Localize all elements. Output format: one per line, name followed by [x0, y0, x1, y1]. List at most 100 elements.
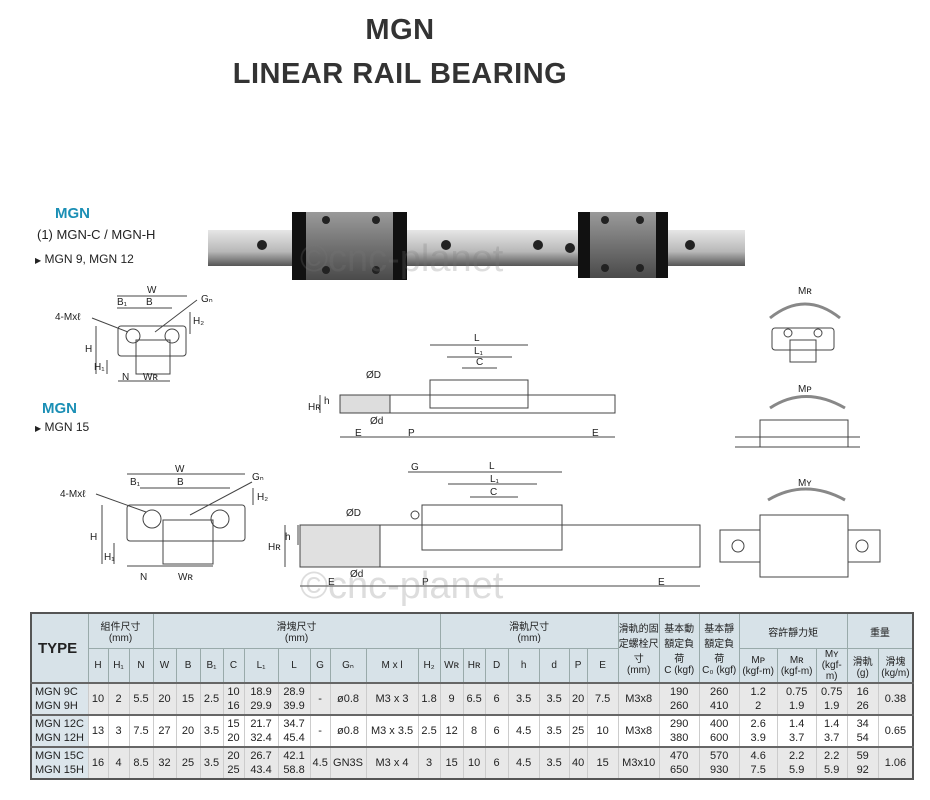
triangle-icon: ▶	[35, 256, 42, 265]
cell-value: 18.9	[250, 686, 272, 698]
column-header: Gₙ	[329, 648, 367, 684]
label-my: Mʏ	[798, 478, 812, 489]
cell-value: 380	[670, 732, 689, 744]
cell-value: 3.7	[789, 732, 805, 744]
column-header: W	[152, 648, 177, 684]
table-cell: 4.5	[309, 747, 331, 779]
group-label: 基本動額定負荷	[664, 624, 695, 665]
cell-value: 29.9	[250, 700, 272, 712]
moment-diagram-mp	[735, 395, 860, 448]
section1-subtitle: (1) MGN-C / MGN-H	[37, 227, 156, 242]
table-cell: 10	[87, 683, 108, 715]
table-cell: 7.5	[586, 683, 619, 715]
label-g: G	[411, 462, 419, 473]
column-header: M x l	[365, 648, 419, 684]
cell-value: 42.1	[283, 750, 305, 762]
label-c: C	[476, 357, 483, 368]
table-cell: -	[309, 683, 331, 715]
moment-column-header: Mʀ(kgf-m)	[776, 648, 817, 684]
watermark: ©cnc-planet	[300, 565, 504, 607]
cell-value: 20	[227, 732, 240, 744]
group-unit: C₀ (kgf)	[702, 665, 737, 676]
label-h-small-2: h	[285, 532, 291, 543]
type-name: MGN 15H	[35, 764, 84, 776]
table-cell: 8.5	[128, 747, 154, 779]
table-cell: 8	[462, 715, 486, 747]
table-cell: 5.5	[128, 683, 154, 715]
table-cell: 4	[107, 747, 129, 779]
group-unit: C (kgf)	[664, 665, 695, 676]
table-cell: 9	[439, 683, 464, 715]
weight-name: 滑軌	[852, 656, 873, 668]
label-gn-2: Gₙ	[252, 472, 264, 483]
table-cell: -	[309, 715, 331, 747]
table-cell: M3 x 3	[365, 683, 419, 715]
table-cell: 15	[586, 747, 619, 779]
cell-value: 260	[710, 686, 729, 698]
side-view-drawing-large	[284, 471, 701, 587]
table-cell: 7.5	[128, 715, 154, 747]
label-od-2: ØD	[346, 508, 361, 519]
table-cell: M3 x 4	[365, 747, 419, 779]
table-cell: 15	[175, 683, 201, 715]
table-cell: 25	[568, 715, 588, 747]
label-b1: B₁	[117, 297, 128, 308]
table-cell: 6	[484, 747, 509, 779]
group-unit: (mm)	[517, 633, 541, 644]
label-mxl-2: 4-Mxℓ	[60, 489, 86, 500]
cell-value: 4.6	[750, 750, 766, 762]
label-hr: Hʀ	[308, 402, 321, 413]
moment-name: Mᴘ	[751, 654, 765, 666]
cell-value: 59	[856, 750, 869, 762]
table-cell: ø0.8	[329, 683, 367, 715]
cell-value: 930	[710, 764, 729, 776]
column-header: L	[277, 648, 311, 684]
column-header: N	[128, 648, 154, 684]
column-header: D	[484, 648, 509, 684]
table-cell: 3.5	[538, 683, 570, 715]
weight-name: 滑塊	[885, 656, 906, 668]
table-cell: 1.06	[877, 747, 914, 779]
table-cell: 15	[439, 747, 464, 779]
table-cell: 20	[152, 683, 177, 715]
type-name: MGN 9C	[35, 686, 78, 698]
cell-value: 0.75	[820, 686, 843, 698]
cell-value: 92	[856, 764, 869, 776]
rail-photo	[208, 212, 745, 280]
column-header: h	[507, 648, 540, 684]
table-cell: 18.9 29.9	[243, 683, 279, 715]
weight-column-header: 滑軌(g)	[846, 648, 879, 684]
group-header: 重量	[846, 612, 914, 649]
moment-unit: (kgf-m)	[780, 665, 813, 677]
cell-value: 290	[670, 718, 689, 730]
cell-value: 1.2	[750, 686, 766, 698]
section2-heading: MGN	[42, 400, 77, 417]
type-header: TYPE	[30, 612, 89, 684]
moment-unit: (kgf-m)	[742, 665, 775, 677]
moment-diagram-mr	[769, 302, 841, 363]
cell-value: 21.7	[250, 718, 272, 730]
label-h2-2: H₂	[257, 492, 268, 503]
table-cell: 2.5	[199, 683, 224, 715]
column-header: H₂	[417, 648, 441, 684]
watermark: ©cnc-planet	[300, 238, 504, 280]
title-line-2: LINEAR RAIL BEARING	[232, 58, 568, 90]
section2-models-text: MGN 15	[44, 420, 90, 434]
label-n: N	[122, 372, 129, 383]
cell-value: 28.9	[283, 686, 305, 698]
table-cell: 10	[586, 715, 619, 747]
cell-value: 600	[710, 732, 729, 744]
label-mr: Mʀ	[798, 286, 812, 297]
